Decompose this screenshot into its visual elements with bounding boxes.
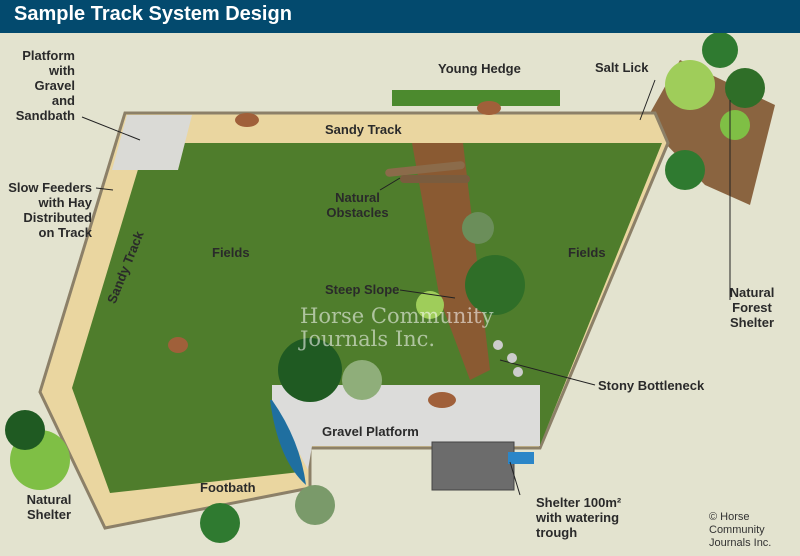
label-fields-right: Fields: [568, 245, 606, 260]
label-shelter: Shelter 100m² with watering trough: [536, 495, 622, 540]
label-platform: Platform with Gravel and Sandbath: [15, 48, 75, 123]
label-gravel-platform: Gravel Platform: [322, 424, 419, 439]
label-fields-left: Fields: [212, 245, 250, 260]
stones-icon: [493, 340, 523, 377]
log-obstacles-icon: [385, 161, 470, 183]
label-footbath: Footbath: [200, 480, 256, 495]
label-salt-lick: Salt Lick: [595, 60, 649, 75]
page-title: Sample Track System Design: [14, 3, 292, 25]
copyright: © Horse Community Journals Inc.: [709, 511, 772, 549]
horse-icons: [168, 101, 501, 408]
young-hedge: [392, 90, 560, 106]
tree-icons: [5, 33, 765, 543]
label-sandy-track-top: Sandy Track: [325, 122, 402, 137]
track-map: [5, 33, 775, 543]
label-natural-obstacles: Natural Obstacles: [326, 190, 389, 220]
gravel-platform: [272, 385, 540, 470]
header-bar: Sample Track System Design: [0, 0, 800, 33]
gravel-sandbath-platform: [112, 115, 192, 170]
leader-lines: [81, 79, 731, 496]
label-natural-forest-shelter: Natural Forest Shelter: [729, 285, 775, 330]
shelter-building-icon: [431, 441, 515, 491]
label-stony-bottleneck: Stony Bottleneck: [598, 378, 705, 393]
label-young-hedge: Young Hedge: [438, 61, 521, 76]
label-natural-shelter: Natural Shelter: [26, 492, 72, 522]
label-steep-slope: Steep Slope: [325, 282, 400, 297]
watermark: Horse Community Journals Inc.: [300, 304, 494, 351]
footbath: [270, 400, 306, 485]
steep-slope-path: [412, 143, 490, 380]
label-slow-feeders: Slow Feeders with Hay Distributed on Tra…: [8, 180, 92, 240]
watering-trough-icon: [508, 452, 534, 464]
